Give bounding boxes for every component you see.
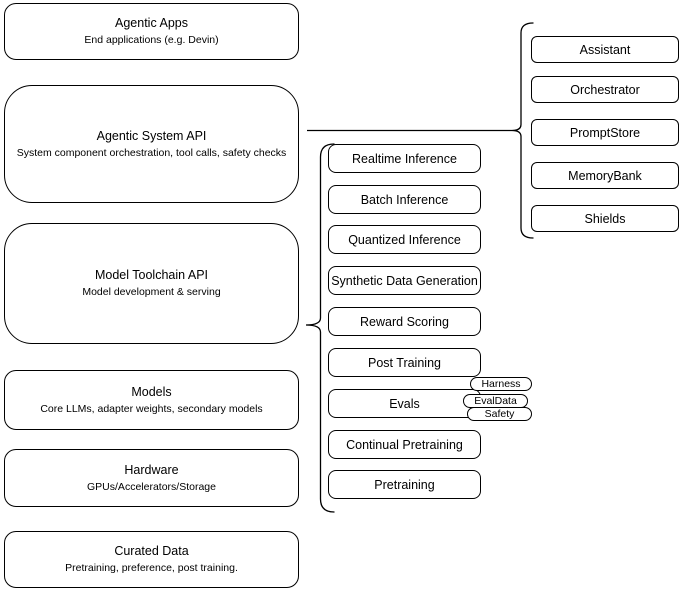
layer-subtitle: Core LLMs, adapter weights, secondary mo… (40, 402, 263, 415)
layer-title: Curated Data (114, 544, 189, 558)
system-components-brace (511, 22, 534, 239)
layer-subtitle: Pretraining, preference, post training. (65, 562, 238, 574)
toolchain-box-post-training: Post Training (328, 348, 481, 377)
evals-tag-evaldata: EvalData (463, 394, 528, 408)
evals-tag-harness: Harness (470, 377, 532, 391)
system-box-assistant: Assistant (531, 36, 679, 63)
toolchain-box-realtime-inference: Realtime Inference (328, 144, 481, 173)
layer-box-models: Models Core LLMs, adapter weights, secon… (4, 370, 299, 430)
layer-title: Agentic Apps (115, 16, 188, 30)
layer-title: Models (131, 384, 172, 399)
layer-box-model-toolchain-api: Model Toolchain API Model development & … (4, 223, 299, 344)
toolchain-box-evals: Evals (328, 389, 481, 418)
toolchain-box-continual-pretraining: Continual Pretraining (328, 430, 481, 459)
layer-subtitle: System component orchestration, tool cal… (16, 146, 287, 159)
layer-title: Hardware (124, 462, 179, 477)
layer-subtitle: End applications (e.g. Devin) (84, 34, 219, 46)
layer-box-curated-data: Curated Data Pretraining, preference, po… (4, 531, 299, 588)
evals-tag-safety: Safety (467, 407, 532, 421)
layer-title: Agentic System API (96, 128, 207, 143)
toolchain-box-reward-scoring: Reward Scoring (328, 307, 481, 336)
system-box-memorybank: MemoryBank (531, 162, 679, 189)
layer-box-hardware: Hardware GPUs/Accelerators/Storage (4, 449, 299, 507)
toolchain-box-batch-inference: Batch Inference (328, 185, 481, 214)
layer-title: Model Toolchain API (94, 268, 209, 282)
toolchain-box-quantized-inference: Quantized Inference (328, 225, 481, 254)
system-box-orchestrator: Orchestrator (531, 76, 679, 103)
layer-subtitle: Model development & serving (82, 286, 221, 298)
system-box-shields: Shields (531, 205, 679, 232)
toolchain-box-synthetic-data-generation: Synthetic Data Generation (328, 266, 481, 295)
toolchain-box-pretraining: Pretraining (328, 470, 481, 499)
layer-subtitle: GPUs/Accelerators/Storage (87, 480, 216, 493)
system-box-promptstore: PromptStore (531, 119, 679, 146)
layer-box-agentic-system-api: Agentic System API System component orch… (4, 85, 299, 203)
layer-box-agentic-apps: Agentic Apps End applications (e.g. Devi… (4, 3, 299, 60)
